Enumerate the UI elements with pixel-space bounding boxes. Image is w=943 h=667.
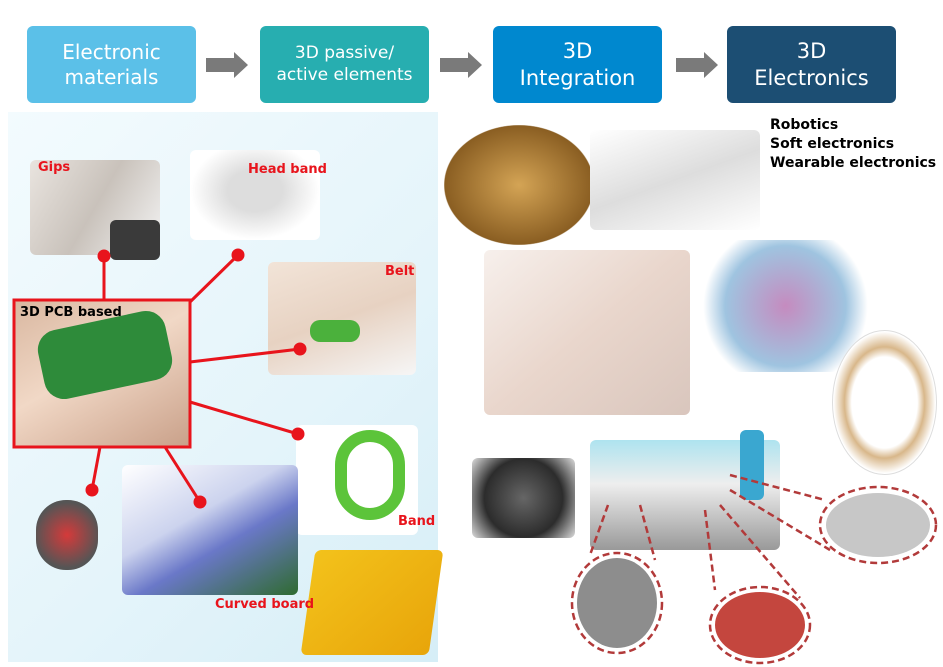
arrow-right-icon <box>440 52 482 78</box>
curved-board-image <box>122 465 298 595</box>
steering-wheel-image <box>472 458 575 538</box>
stage-label: 3D passive/ active elements <box>276 43 413 85</box>
exoskeleton-image <box>590 130 760 230</box>
3d-printed-capsule-image <box>444 125 594 245</box>
applications-list: Robotics Soft electronics Wearable elect… <box>770 116 936 173</box>
octobot-image <box>698 240 873 372</box>
band-label: Band <box>398 514 436 529</box>
belt-label: Belt <box>385 264 415 279</box>
arrow-right-icon <box>676 52 718 78</box>
application-item: Wearable electronics <box>770 155 937 171</box>
wearable-ball-image <box>36 500 98 570</box>
soft-electronics-image <box>484 250 690 415</box>
head-band-label: Head band <box>248 162 327 177</box>
stage-electronic-materials: Electronic materials <box>27 26 196 103</box>
charger-image <box>740 430 764 500</box>
stage-3d-elements: 3D passive/ active elements <box>260 26 429 103</box>
gips-label: Gips <box>38 160 71 175</box>
application-item: Soft electronics <box>770 136 895 152</box>
application-item: Robotics <box>770 117 839 133</box>
head-band-image <box>190 150 320 240</box>
stage-3d-electronics: 3D Electronics <box>727 26 896 103</box>
pcb-label: 3D PCB based <box>20 305 122 320</box>
belt-device-image <box>310 320 360 342</box>
stage-3d-integration: 3D Integration <box>493 26 662 103</box>
curved-board-label: Curved board <box>215 597 315 612</box>
stage-label: 3D Electronics <box>754 39 869 90</box>
gips-detail-image <box>110 220 160 260</box>
arrow-right-icon <box>206 52 248 78</box>
contact-lens-image <box>832 330 937 475</box>
stage-label: 3D Integration <box>519 39 636 90</box>
stage-label: Electronic materials <box>62 39 161 89</box>
belt-image <box>268 262 416 375</box>
